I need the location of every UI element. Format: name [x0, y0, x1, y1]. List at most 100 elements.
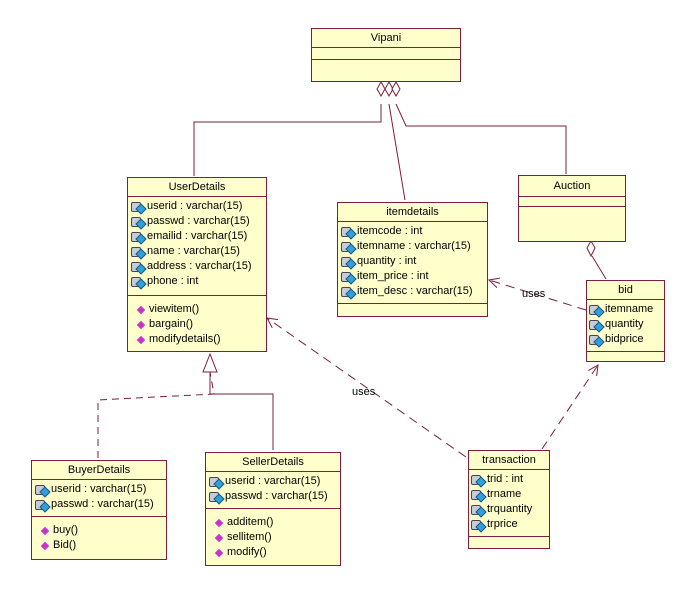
operations-section: buy()Bid(): [32, 517, 166, 556]
attribute-text: item_price : int: [357, 270, 429, 282]
uses-label-transaction-userdetails: uses: [352, 386, 376, 398]
attribute-row: trname: [471, 487, 549, 503]
private-attribute-icon: [341, 226, 357, 240]
public-operation-icon: [214, 548, 224, 557]
aggregation-vipani-auction: [395, 103, 567, 174]
attributes-section: userid : varchar(15) passwd : varchar(15): [206, 472, 340, 509]
aggregation-vipani-itemdetails: [388, 103, 406, 201]
private-attribute-icon: [471, 489, 487, 503]
attribute-row: item_desc : varchar(15): [341, 284, 487, 300]
attribute-text: userid : varchar(15): [147, 200, 243, 212]
class-name: BuyerDetails: [32, 461, 166, 480]
private-attribute-icon: [209, 491, 225, 505]
operation-row: modifydetails(): [136, 332, 266, 347]
class-buyerdetails[interactable]: BuyerDetails userid : varchar(15)passwd …: [31, 460, 167, 560]
attribute-text: trquantity: [487, 503, 533, 515]
operation-row: bargain(): [136, 317, 266, 332]
attribute-text: item_desc : varchar(15): [357, 285, 473, 297]
attributes-section: userid : varchar(15)passwd : varchar(15): [32, 480, 166, 517]
private-attribute-icon: [131, 261, 147, 275]
aggregation-diamond-itemdetails: [384, 80, 394, 98]
class-name: Auction: [519, 176, 625, 197]
operations-section: [469, 537, 549, 542]
operations-section: viewitem() bargain() modifydetails(): [128, 296, 266, 350]
public-operation-icon: [214, 518, 224, 527]
private-attribute-icon: [589, 319, 605, 333]
attribute-text: name : varchar(15): [147, 245, 240, 257]
private-attribute-icon: [341, 256, 357, 270]
dependency-transaction-bid: [541, 365, 598, 450]
private-attribute-icon: [341, 271, 357, 285]
attribute-text: userid : varchar(15): [51, 483, 147, 495]
attribute-row: phone : int: [131, 274, 266, 290]
attribute-text: trid : int: [487, 473, 524, 485]
attribute-row: itemname: [589, 302, 664, 318]
class-name: itemdetails: [338, 203, 487, 222]
private-attribute-icon: [131, 231, 147, 245]
class-name: bid: [587, 281, 664, 300]
operation-text: Bid(): [53, 539, 77, 551]
attribute-row: address : varchar(15): [131, 259, 266, 275]
attribute-row: quantity: [589, 317, 664, 333]
private-attribute-icon: [131, 276, 147, 290]
private-attribute-icon: [209, 476, 225, 490]
class-sellerdetails[interactable]: SellerDetails userid : varchar(15)passwd…: [205, 452, 341, 566]
attributes-section: [312, 48, 460, 60]
operations-section: [587, 352, 664, 357]
private-attribute-icon: [341, 286, 357, 300]
dependency-bid-itemdetails: [489, 280, 587, 311]
private-attribute-icon: [131, 201, 147, 215]
private-attribute-icon: [589, 304, 605, 318]
attribute-text: bidprice: [605, 333, 644, 345]
aggregation-diamond-userdetails: [376, 80, 386, 98]
private-attribute-icon: [131, 246, 147, 260]
attribute-row: passwd : varchar(15): [131, 214, 266, 230]
public-operation-icon: [136, 305, 146, 314]
operations-section: [312, 60, 460, 80]
operation-text: bargain(): [149, 318, 194, 330]
attribute-text: itemname : varchar(15): [357, 240, 471, 252]
attribute-row: quantity : int: [341, 254, 487, 270]
class-vipani[interactable]: Vipani: [311, 28, 461, 82]
attribute-row: emailid : varchar(15): [131, 229, 266, 245]
class-auction[interactable]: Auction: [518, 175, 626, 242]
operation-text: additem(): [227, 516, 274, 528]
operations-section: additem()sellitem()modify(): [206, 509, 340, 563]
operation-row: Bid(): [40, 538, 166, 553]
attribute-text: userid : varchar(15): [225, 475, 321, 487]
operation-row: additem(): [214, 515, 340, 530]
private-attribute-icon: [35, 499, 51, 513]
attributes-section: [519, 197, 625, 207]
uses-label-bid-itemdetails: uses: [522, 288, 546, 300]
attribute-row: trquantity: [471, 502, 549, 518]
public-operation-icon: [136, 320, 146, 329]
operation-text: sellitem(): [227, 531, 272, 543]
operation-text: viewitem(): [149, 303, 200, 315]
attribute-row: trprice: [471, 517, 549, 533]
class-name: UserDetails: [128, 178, 266, 197]
public-operation-icon: [40, 526, 50, 535]
private-attribute-icon: [35, 484, 51, 498]
attribute-text: phone : int: [147, 275, 199, 287]
private-attribute-icon: [471, 519, 487, 533]
generalization-seller: [209, 372, 274, 450]
public-operation-icon: [214, 533, 224, 542]
attributes-section: userid : varchar(15) passwd : varchar(15)…: [128, 197, 266, 296]
attribute-row: itemcode : int: [341, 224, 487, 240]
private-attribute-icon: [341, 241, 357, 255]
attribute-text: trprice: [487, 518, 518, 530]
private-attribute-icon: [589, 334, 605, 348]
aggregation-vipani-userdetails: [193, 104, 382, 176]
attribute-text: passwd : varchar(15): [225, 490, 328, 502]
attribute-row: userid : varchar(15): [35, 482, 166, 498]
operation-text: modifydetails(): [149, 333, 221, 345]
class-userdetails[interactable]: UserDetails userid : varchar(15) passwd :…: [127, 177, 267, 352]
attribute-row: itemname : varchar(15): [341, 239, 487, 255]
